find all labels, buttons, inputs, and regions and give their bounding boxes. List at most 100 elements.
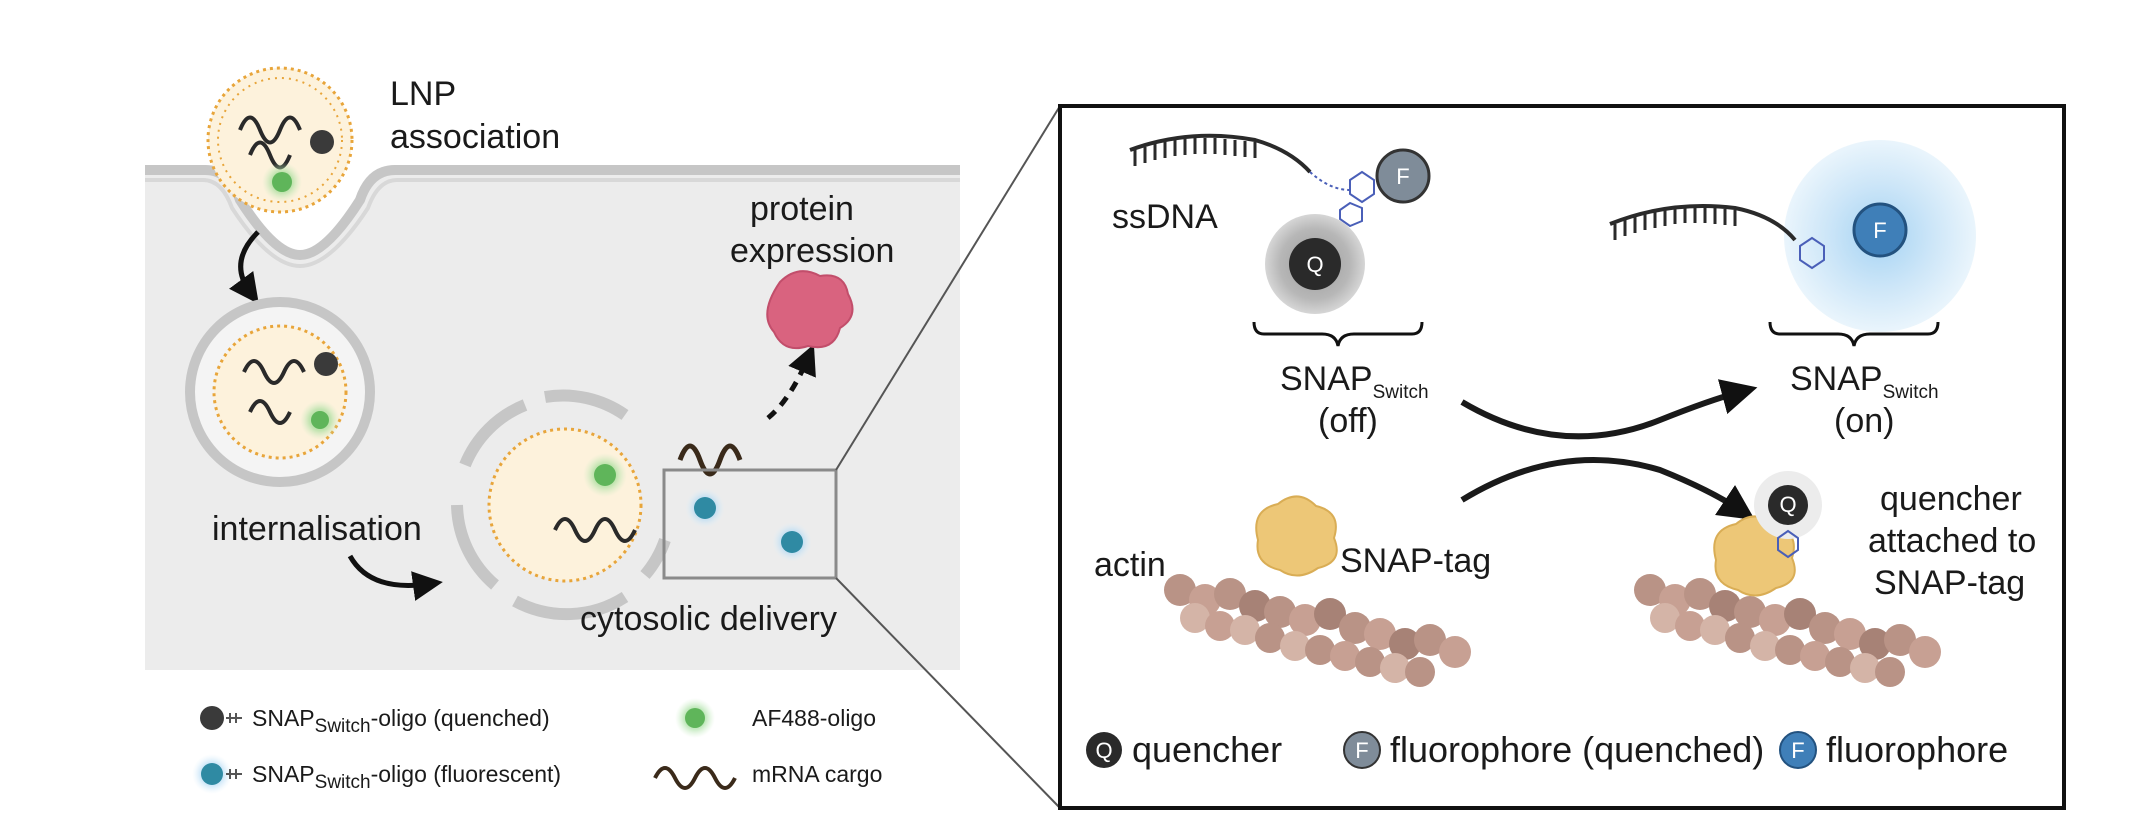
lnp-label-line2: association (390, 118, 560, 156)
actin-label: actin (1094, 546, 1166, 584)
af488-core (272, 172, 292, 192)
actin-filament-left (1164, 574, 1471, 687)
lnp-lipid-layer (217, 77, 343, 203)
legend-left: SNAPSwitch-oligo (quenched) SNAPSwitch-o… (192, 698, 882, 794)
legend-quenched-suffix: -oligo (quenched) (371, 705, 550, 731)
lnp-label-line1: LNP (390, 75, 456, 113)
fluorophore-icon-legend (1779, 731, 1817, 769)
mrna-strand-icon-3 (553, 517, 637, 543)
on-sub: Switch (1883, 382, 1939, 403)
ssdna-label: ssDNA (1112, 198, 1218, 236)
letter-f-on: F (1873, 218, 1886, 243)
lnp-association (206, 66, 354, 214)
fluorophore-icon-on (1852, 202, 1908, 258)
letter-q-attached: Q (1779, 492, 1796, 517)
legend-fluor-prefix: SNAP (252, 761, 315, 787)
endosome-fragment (451, 504, 499, 590)
ssdna-bases (1133, 138, 1257, 166)
legend-letter-f1: F (1355, 738, 1368, 763)
endosome-fragment (543, 389, 629, 420)
fluor-oligo-core-1 (694, 497, 716, 519)
letter-q-off: Q (1306, 252, 1323, 277)
arrow-curve-icon (347, 554, 443, 601)
legend-letter-q: Q (1095, 738, 1112, 763)
attached-label-1: quencher (1880, 480, 2022, 518)
lnp-shell-3 (487, 427, 643, 583)
legend-fluor-quenched: fluorophore (quenched) (1390, 729, 1764, 770)
linker-dotted (1309, 171, 1351, 191)
oligo-icon-2 (226, 769, 242, 779)
legend-quenched-sub: Switch (315, 716, 371, 737)
cell-cytoplasm (145, 170, 960, 670)
broken-endosome (451, 389, 671, 621)
fluorophore-quenched-icon (1375, 148, 1431, 204)
oligo-icon (226, 713, 242, 723)
internalisation-label: internalisation (212, 510, 422, 548)
quencher-dot-icon-2 (314, 352, 338, 376)
quencher-icon-legend (1086, 732, 1122, 768)
off-sub: Switch (1373, 382, 1429, 403)
legend-quencher: quencher (1132, 729, 1282, 770)
arrow-dashed-icon (766, 344, 816, 420)
attached-label-2: attached to (1868, 522, 2036, 560)
legend-letter-f2: F (1791, 738, 1804, 763)
af488-core-3 (594, 464, 616, 486)
arrow-down-icon (229, 230, 260, 305)
af488-core-legend (685, 708, 705, 728)
legend-fluor-sub: Switch (315, 772, 371, 793)
quencher-icon (1289, 238, 1341, 290)
legend-af488: AF488-oligo (752, 705, 876, 731)
legend-fluorophore: fluorophore (1826, 729, 2008, 770)
free-mrna-icon (677, 443, 743, 477)
zoom-line-top (835, 105, 1061, 471)
protein-blob-icon (766, 270, 854, 350)
arrow-to-on-icon (1460, 379, 1758, 440)
off-prefix: SNAP (1280, 360, 1373, 398)
mrna-cargo-icon-legend (653, 766, 737, 790)
quencher-icon-2 (1768, 485, 1808, 525)
fluor-oligo-core-2 (781, 531, 803, 553)
legend-right: Q quencher F fluorophore (quenched) F fl… (1086, 729, 2008, 770)
brace-on (1768, 321, 1940, 347)
legend-fluor-suffix: -oligo (fluorescent) (371, 761, 561, 787)
protein-label-line2: expression (730, 232, 894, 270)
letter-f-off: F (1396, 164, 1409, 189)
quencher-dot-icon (310, 130, 334, 154)
endosome-fragment (512, 591, 629, 621)
arrow-to-attached-icon (1460, 457, 1755, 520)
af488-core-2 (311, 411, 329, 429)
benzylguanine-icon (1339, 170, 1375, 228)
benzylguanine-icon-on (1799, 236, 1825, 270)
endosome-fragment (459, 399, 528, 468)
snaptag-label: SNAP-tag (1340, 542, 1491, 580)
ssdna-strand-icon (1129, 133, 1312, 174)
zoom-box (662, 468, 838, 580)
cytosolic-label: cytosolic delivery (580, 600, 837, 638)
fluorophore-quenched-icon-legend (1343, 731, 1381, 769)
snapswitch-off-label: SNAPSwitch (1280, 360, 1429, 403)
fluor-oligo-core-legend (201, 763, 223, 785)
zoom-line-bottom (835, 577, 1061, 809)
snapswitch-off-state: (off) (1318, 402, 1378, 440)
ssdna-bases-on (1613, 207, 1737, 240)
quencher-dot-icon-legend (200, 706, 224, 730)
legend-quenched: SNAPSwitch-oligo (quenched) (252, 705, 550, 737)
on-prefix: SNAP (1790, 360, 1883, 398)
ssdna-strand-icon-on (1609, 204, 1797, 242)
lnp-shell (206, 66, 354, 214)
plasma-membrane-inner (145, 178, 960, 269)
legend-mrna: mRNA cargo (752, 761, 882, 787)
legend-quenched-prefix: SNAP (252, 705, 315, 731)
benzylguanine-icon-2 (1777, 529, 1799, 559)
legend-fluorescent: SNAPSwitch-oligo (fluorescent) (252, 761, 561, 793)
protein-label-line1: protein (750, 190, 854, 228)
endosome (185, 297, 375, 487)
attached-label-3: SNAP-tag (1874, 564, 2025, 602)
brace-off (1252, 321, 1424, 347)
snap-tag-icon (1255, 495, 1338, 577)
actin-filament-right (1634, 574, 1941, 687)
snapswitch-on-label: SNAPSwitch (1790, 360, 1939, 403)
mrna-strand-icon-2 (242, 359, 306, 425)
snapswitch-on-state: (on) (1834, 402, 1894, 440)
